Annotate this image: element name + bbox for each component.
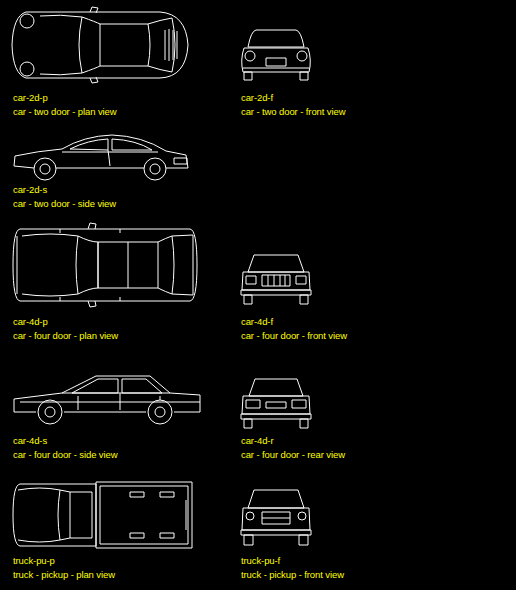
line-stroke <box>150 164 160 174</box>
line-stroke <box>242 272 310 290</box>
block-description: car - four door - rear view <box>241 449 345 460</box>
block-name: car-2d-s <box>13 184 47 195</box>
line-stroke <box>242 396 310 414</box>
car-two-door-side <box>14 135 188 180</box>
line-stroke <box>62 150 187 166</box>
block-name: car-2d-f <box>241 92 273 103</box>
line-stroke <box>13 484 96 546</box>
line-stroke <box>14 135 188 168</box>
block-description: car - four door - side view <box>13 449 117 460</box>
line-stroke <box>249 379 303 396</box>
block-description: car - four door - plan view <box>13 330 118 341</box>
block-description: car - two door - side view <box>13 198 116 209</box>
line-stroke <box>38 400 62 424</box>
car-two-door-plan <box>12 7 188 83</box>
block-name: truck-pu-p <box>13 555 55 566</box>
line-stroke <box>60 490 92 540</box>
line-stroke <box>12 12 188 78</box>
line-stroke <box>245 51 255 61</box>
line-stroke <box>244 419 308 428</box>
line-stroke <box>155 407 165 417</box>
line-stroke <box>34 158 56 180</box>
car-four-door-front <box>241 255 311 304</box>
line-stroke <box>242 508 310 530</box>
block-description: truck - pickup - plan view <box>13 569 115 580</box>
car-four-door-plan <box>13 223 197 307</box>
line-stroke <box>244 295 308 304</box>
line-stroke <box>100 24 150 66</box>
line-stroke <box>248 30 304 47</box>
line-stroke <box>144 158 166 180</box>
line-stroke <box>78 236 98 294</box>
line-stroke <box>14 376 200 412</box>
line-stroke <box>13 229 197 301</box>
line-stroke <box>244 535 308 545</box>
line-stroke <box>246 400 306 408</box>
line-stroke <box>70 139 152 150</box>
line-stroke <box>96 482 192 548</box>
line-stroke <box>241 290 311 295</box>
line-stroke <box>244 72 308 80</box>
line-stroke <box>20 14 34 28</box>
block-description: car - two door - plan view <box>13 106 117 117</box>
line-stroke <box>148 400 172 424</box>
line-stroke <box>241 414 311 419</box>
line-stroke <box>242 48 311 72</box>
block-description: car - four door - front view <box>241 330 347 341</box>
block-name: car-4d-r <box>241 435 273 446</box>
car-four-door-rear <box>241 379 311 428</box>
line-stroke <box>98 242 158 288</box>
line-stroke <box>148 18 175 72</box>
line-stroke <box>88 223 193 307</box>
block-description: car - two door - front view <box>241 106 345 117</box>
block-name: car-4d-s <box>13 435 47 446</box>
line-stroke <box>262 275 290 286</box>
line-stroke <box>246 276 306 284</box>
line-stroke <box>186 500 187 530</box>
block-name: truck-pu-f <box>241 555 280 566</box>
car-four-door-side <box>14 376 200 424</box>
line-stroke <box>40 15 82 75</box>
line-stroke <box>158 236 174 294</box>
line-stroke <box>297 51 307 61</box>
line-stroke <box>82 17 100 73</box>
line-stroke <box>40 164 50 174</box>
line-stroke <box>243 58 309 68</box>
block-description: truck - pickup - front view <box>241 569 344 580</box>
block-name: car-4d-p <box>13 316 48 327</box>
line-stroke <box>241 530 311 535</box>
line-stroke <box>72 379 162 393</box>
line-stroke <box>20 393 200 410</box>
line-stroke <box>18 488 60 542</box>
block-name: car-2d-p <box>13 92 48 103</box>
line-stroke <box>17 234 78 296</box>
line-stroke <box>298 512 306 520</box>
line-stroke <box>60 229 120 301</box>
line-stroke <box>248 490 304 508</box>
line-stroke <box>246 512 254 520</box>
truck-pickup-plan <box>13 482 192 548</box>
car-two-door-front <box>242 30 311 80</box>
line-stroke <box>262 512 290 524</box>
line-stroke <box>248 255 304 272</box>
line-stroke <box>45 407 55 417</box>
line-stroke <box>20 62 34 76</box>
block-name: car-4d-f <box>241 316 273 327</box>
line-stroke <box>165 29 177 61</box>
line-stroke <box>130 492 174 538</box>
truck-pickup-front <box>241 490 311 545</box>
line-stroke <box>90 7 98 83</box>
